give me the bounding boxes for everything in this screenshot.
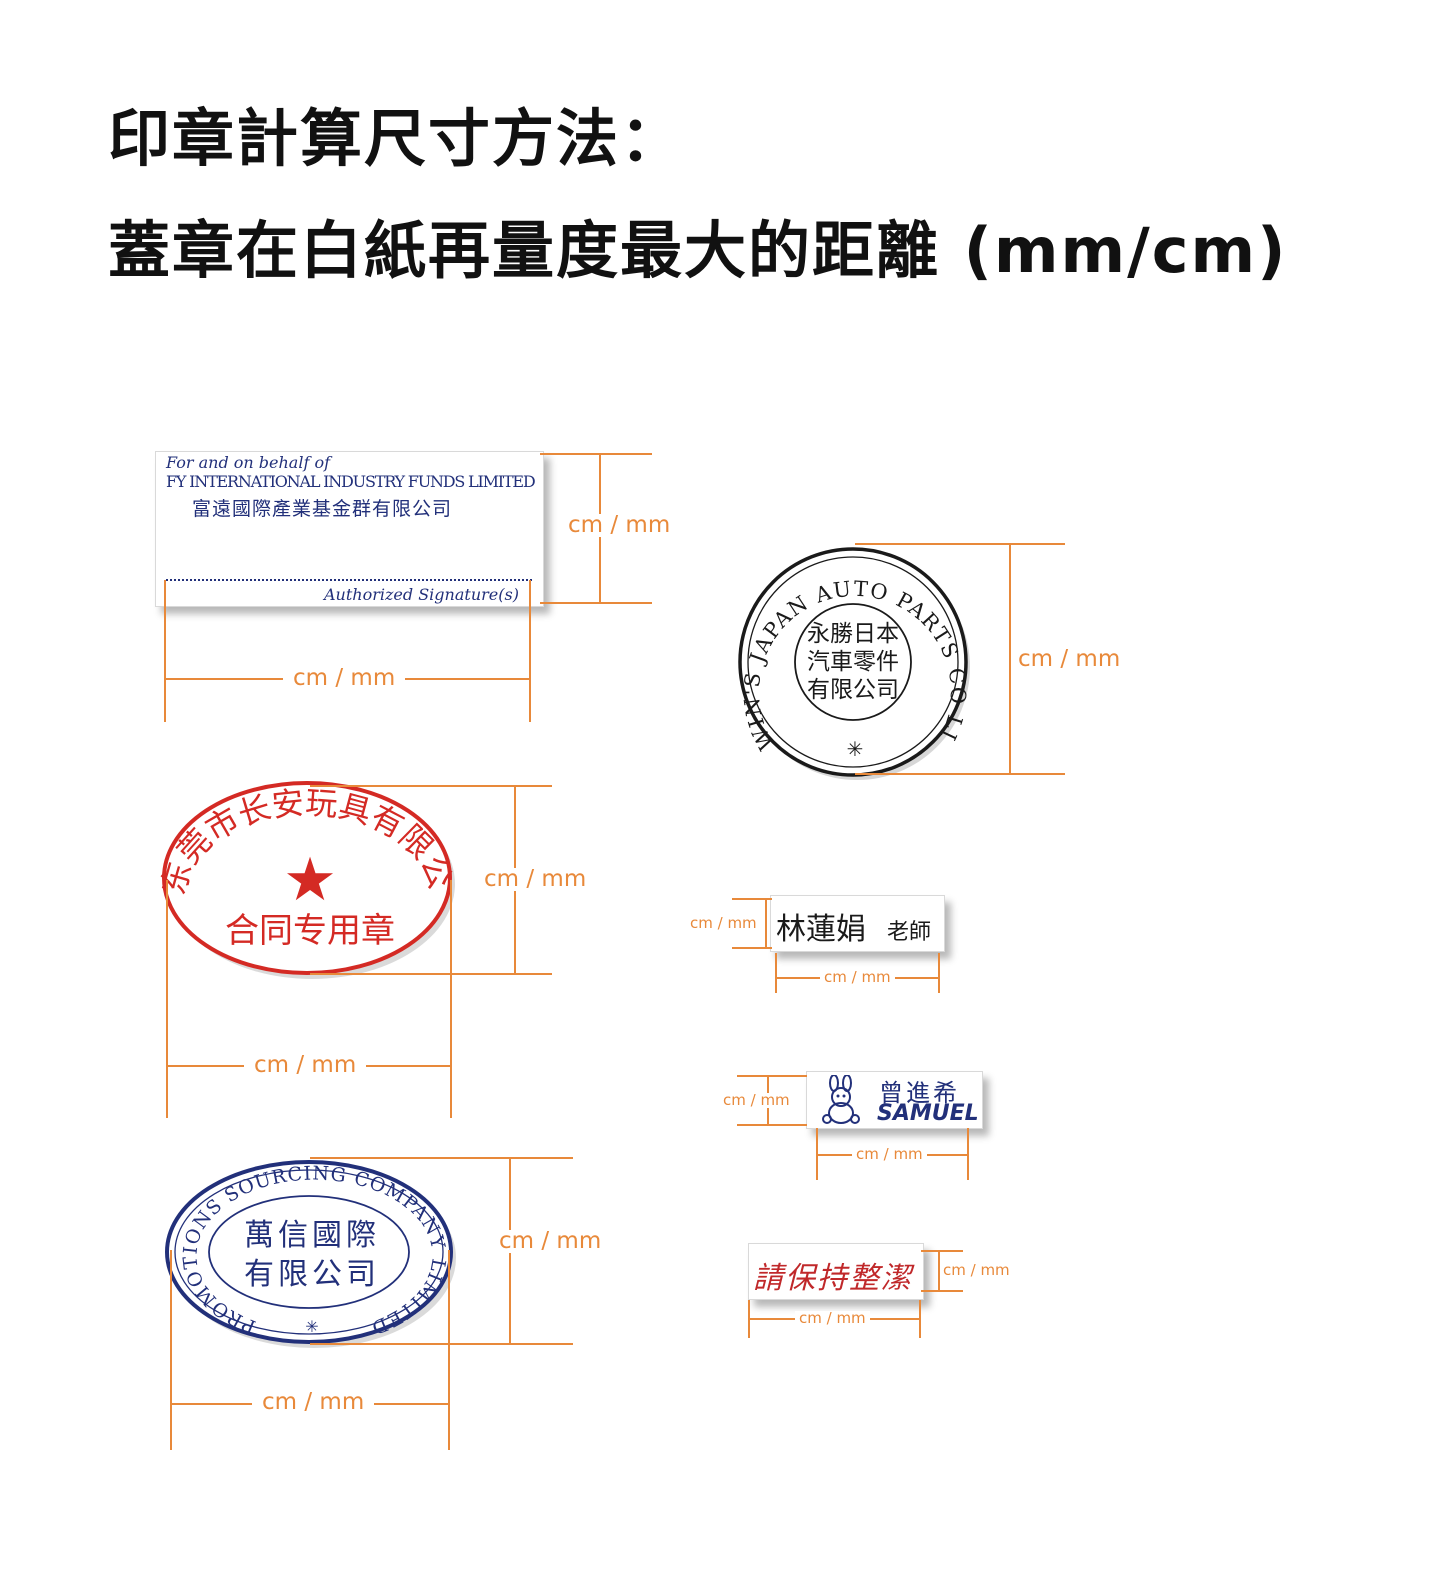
dim-ext-line [732, 947, 772, 949]
dim-label: cm / mm [1018, 646, 1121, 672]
samuel-english-name: SAMUEL [877, 1101, 979, 1126]
red-bottom-text: 合同专用章 [225, 911, 395, 951]
signature-authorized: Authorized Signature(s) [324, 585, 519, 604]
title-line-1: 印章計算尺寸方法： [108, 102, 685, 175]
red-oval-stamp: 东莞市长安玩具有限公司 ★ 合同专用章 [144, 752, 460, 979]
dim-ext-line [166, 880, 168, 1118]
dim-ext-line [310, 1157, 573, 1159]
signature-line-3: 富遠國際產業基金群有限公司 [192, 498, 453, 520]
samuel-chinese-name: 曾進希 [879, 1079, 960, 1107]
dim-ext-line [448, 1250, 450, 1450]
asterisk-icon: ✳ [847, 737, 864, 761]
dim-label: cm / mm [820, 970, 895, 985]
dim-ext-line [450, 880, 452, 1118]
signature-stamp: For and on behalf of FY INTERNATIONAL IN… [155, 451, 544, 607]
dim-height-line [1009, 543, 1011, 775]
dim-label: cm / mm [690, 914, 757, 932]
asterisk-icon: ✳ [305, 1317, 318, 1336]
dim-ext-line [540, 453, 652, 455]
keep-clean-stamp: 請保持整潔 [748, 1243, 924, 1300]
dim-ext-line [164, 580, 166, 722]
dim-ext-line [855, 773, 1065, 775]
dim-label: cm / mm [795, 1311, 870, 1326]
signature-line-2: FY INTERNATIONAL INDUSTRY FUNDS LIMITED [166, 472, 536, 491]
round-center-1: 永勝日本 [807, 621, 899, 647]
signature-line-1: For and on behalf of [166, 453, 331, 472]
dim-ext-line [921, 1290, 963, 1292]
dim-height-line [938, 1250, 940, 1292]
dim-ext-line [737, 1124, 807, 1126]
dim-label: cm / mm [723, 1091, 790, 1109]
dim-ext-line [855, 543, 1065, 545]
teacher-name: 林蓮娟 [776, 912, 866, 947]
star-icon: ★ [283, 845, 337, 915]
dim-label: cm / mm [252, 1391, 375, 1414]
dim-ext-line [310, 785, 552, 787]
dim-ext-line [775, 953, 777, 993]
round-center-2: 汽車零件 [807, 649, 899, 675]
dim-ext-line [737, 1075, 807, 1077]
signature-dotted-line [166, 579, 532, 581]
blue-center-2: 有限公司 [244, 1257, 380, 1292]
teacher-title: 老師 [887, 920, 932, 945]
teacher-name-stamp: 林蓮娟 老師 [770, 895, 945, 952]
dim-ext-line [921, 1250, 963, 1252]
rabbit-icon [822, 1075, 860, 1124]
keep-clean-text: 請保持整潔 [753, 1261, 913, 1296]
dim-ext-line [540, 602, 652, 604]
blue-center-1: 萬信國際 [244, 1218, 380, 1253]
dim-ext-line [170, 1250, 172, 1450]
dim-label: cm / mm [499, 1228, 602, 1254]
dim-label: cm / mm [941, 1261, 1012, 1279]
dim-ext-line [310, 973, 552, 975]
dim-label: cm / mm [244, 1054, 367, 1077]
dim-ext-line [938, 953, 940, 993]
dim-ext-line [529, 580, 531, 722]
dim-ext-line [310, 1343, 573, 1345]
dim-label: cm / mm [484, 866, 587, 892]
dim-label: cm / mm [283, 667, 406, 690]
dim-label: cm / mm [852, 1147, 927, 1162]
round-stamp: WIN'S JAPAN AUTO PARTS CO LIMITED 永勝日本 汽… [723, 521, 970, 780]
samuel-name-stamp: 曾進希 SAMUEL [806, 1071, 983, 1129]
dim-height-line [765, 898, 767, 948]
dim-label: cm / mm [568, 512, 671, 538]
round-center-3: 有限公司 [807, 677, 899, 703]
blue-oval-stamp: PROMOTIONS SOURCING COMPANY LIMITED 萬信國際… [165, 1160, 456, 1348]
dim-ext-line [732, 898, 772, 900]
title-line-2: 蓋章在白紙再量度最大的距離 (mm/cm) [108, 214, 1288, 287]
